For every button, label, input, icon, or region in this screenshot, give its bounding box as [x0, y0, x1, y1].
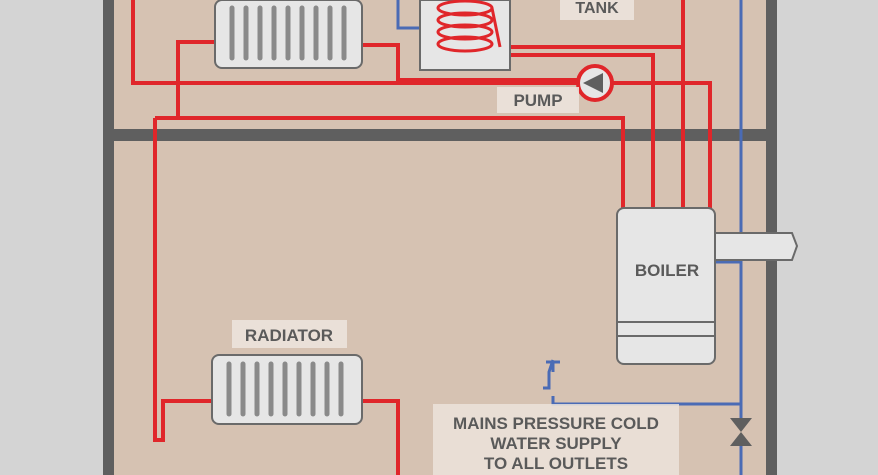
pump: [576, 64, 614, 102]
mains-label-line1: MAINS PRESSURE COLD: [453, 414, 659, 433]
radiator-label-bg: [232, 320, 347, 348]
tank-label-bg: [560, 0, 634, 20]
radiator-label: RADIATOR: [245, 326, 333, 345]
radiator-upstairs: [214, 0, 363, 69]
valve-icon: [730, 418, 752, 446]
mains-label-bg: [433, 404, 679, 475]
tap-icon: [546, 360, 560, 372]
pump-label-bg: [497, 87, 579, 113]
pump-label: PUMP: [513, 91, 562, 110]
mains-label-line3: TO ALL OUTLETS: [484, 454, 628, 473]
boiler-flue: [714, 232, 799, 261]
tank: [419, 0, 511, 71]
left-wall: [103, 0, 114, 475]
mains-label-line2: WATER SUPPLY: [490, 434, 622, 453]
tank-label: TANK: [575, 0, 619, 17]
floor-divider: [103, 129, 777, 141]
boiler-label: BOILER: [635, 261, 699, 280]
hot-water-pipes: [131, 0, 712, 475]
boiler: [616, 207, 716, 365]
radiator-downstairs: [211, 354, 363, 425]
